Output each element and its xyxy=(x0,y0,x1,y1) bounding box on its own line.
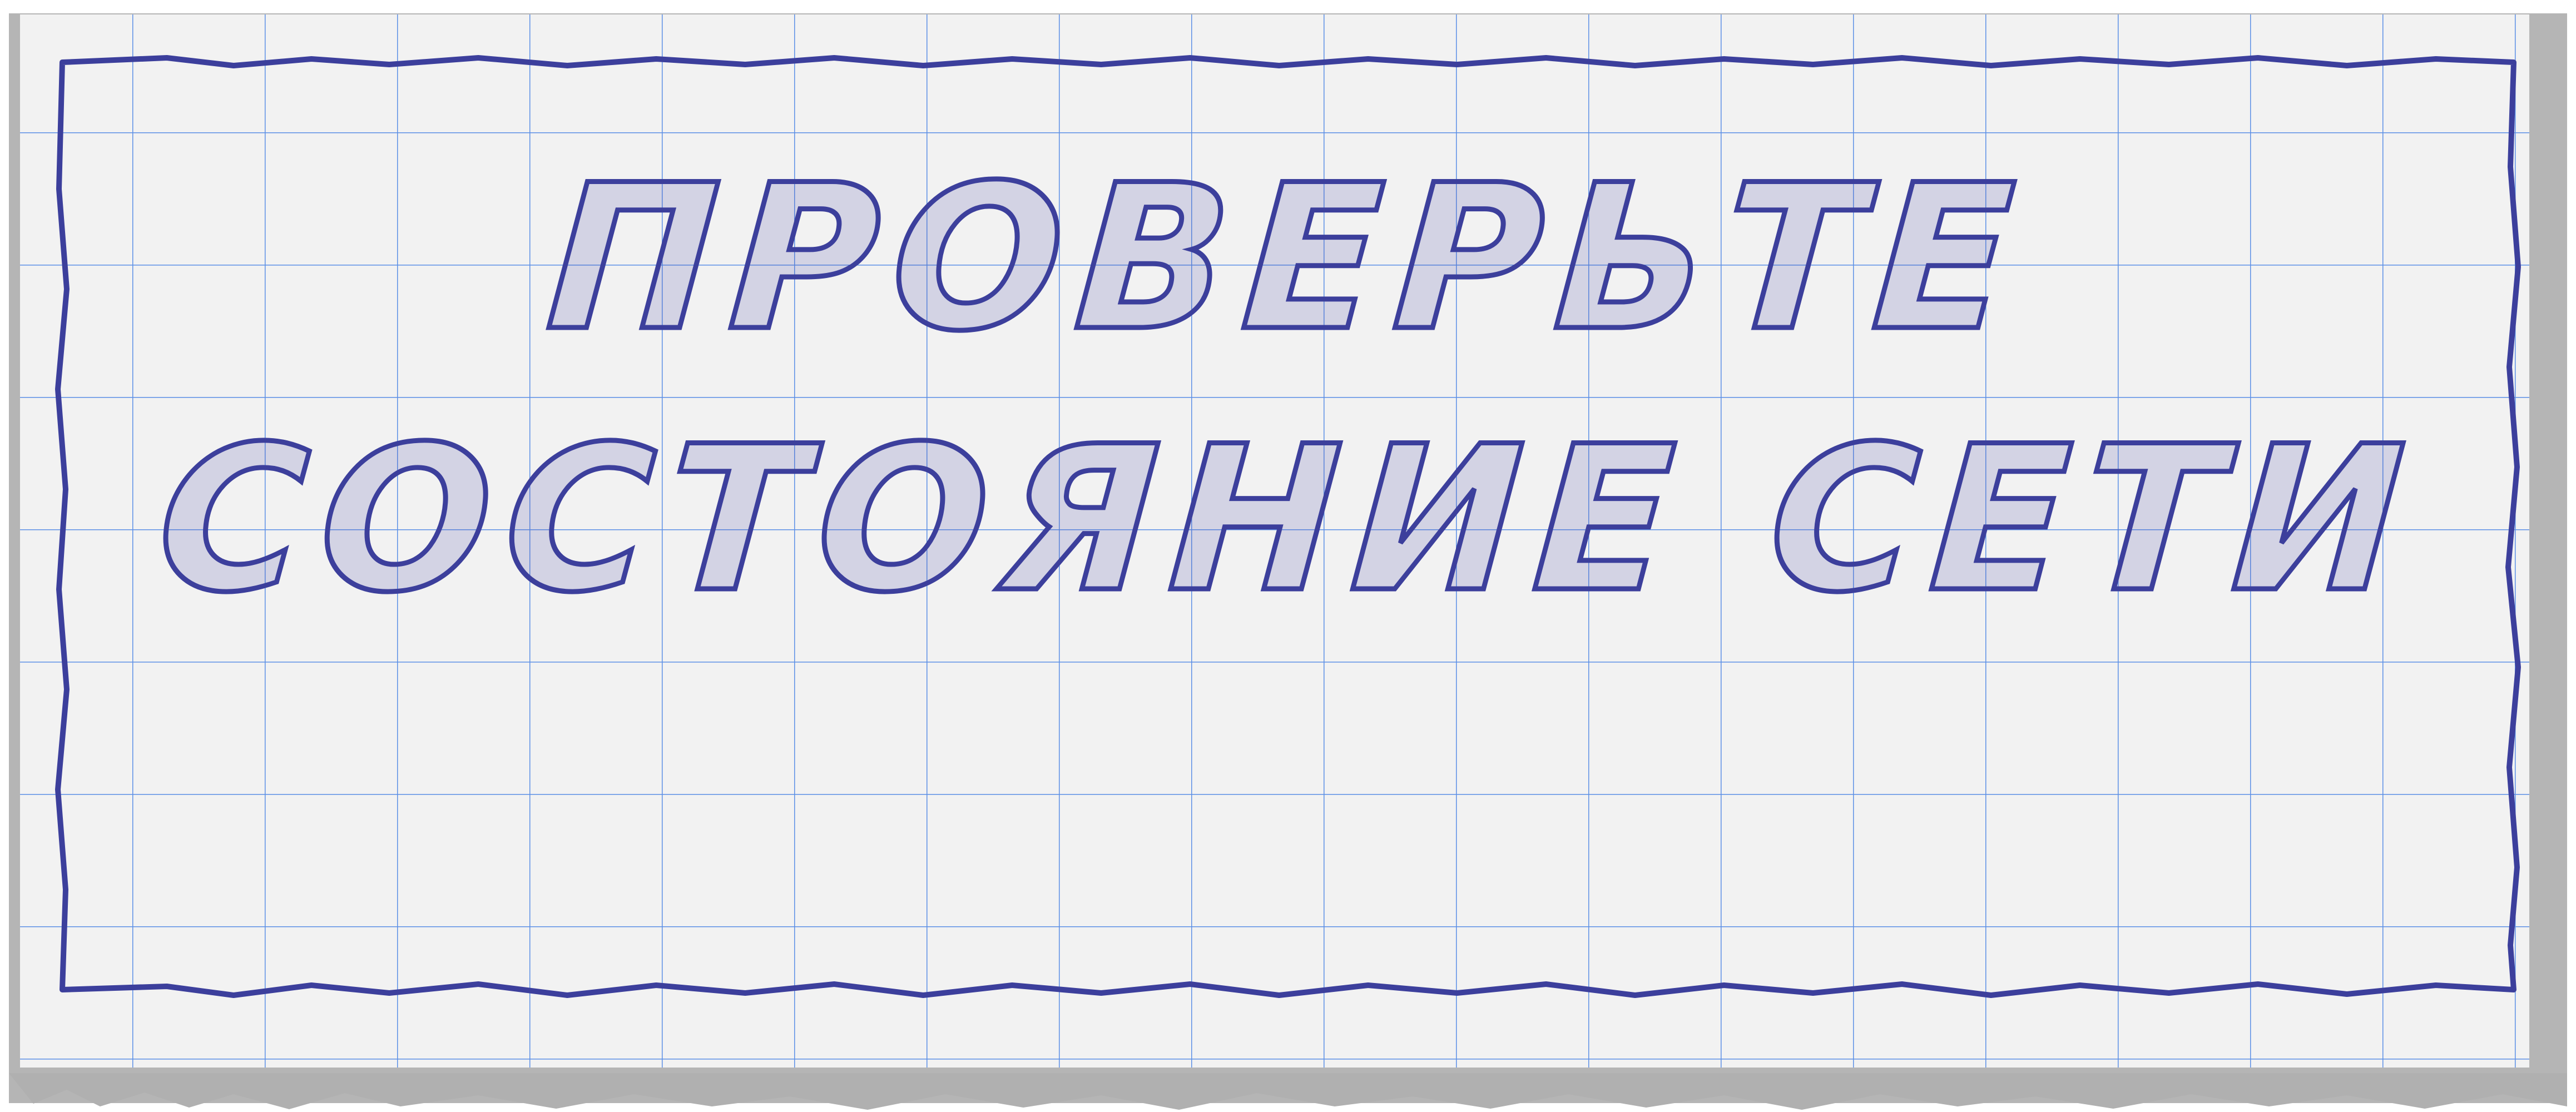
network-error-message: ПРОВЕРЬТЕ СОСТОЯНИЕ СЕТИ xyxy=(149,139,2427,639)
hand-drawn-frame xyxy=(55,55,2521,998)
message-line-check: ПРОВЕРЬТЕ xyxy=(539,140,2037,378)
message-line-network-status: СОСТОЯНИЕ СЕТИ xyxy=(149,401,2427,639)
grid-lines xyxy=(20,14,2529,1068)
